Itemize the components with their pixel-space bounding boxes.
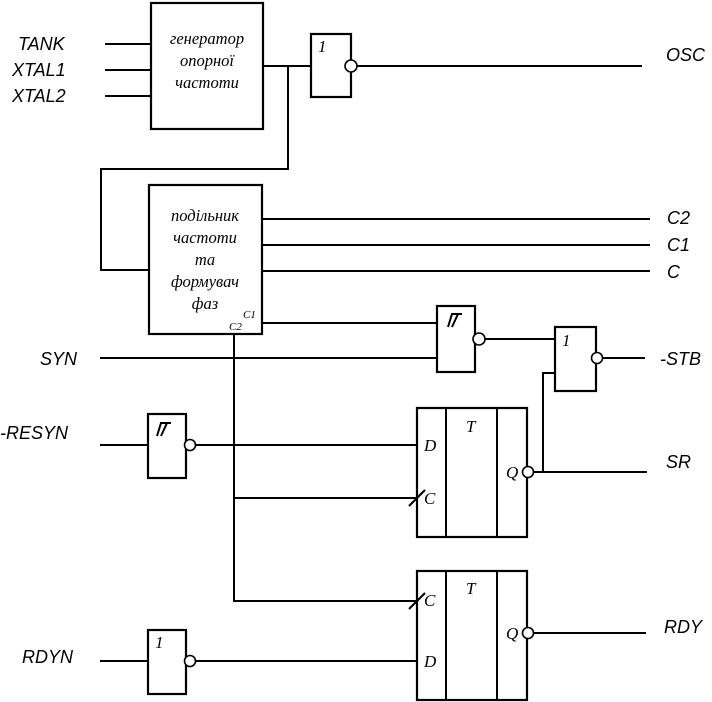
- bottom-ff-clock-edge-icon: [408, 592, 426, 610]
- stb-gate: 1: [553, 325, 604, 393]
- input-label-syn: SYN: [40, 349, 78, 369]
- bottom-ff-box: [415, 569, 529, 702]
- generator-box: [149, 1, 265, 131]
- divider-label-5: фаз: [192, 294, 218, 313]
- wire-c2-bus: [233, 334, 417, 602]
- divider-box: [147, 183, 264, 336]
- resyn-inverter-bubble: [183, 438, 197, 452]
- divider-pin-c2: C2: [229, 321, 242, 333]
- generator-label-2: опорної: [180, 51, 235, 70]
- output-label-stb: -STB: [660, 349, 701, 369]
- syn-schmitt-box: [435, 304, 477, 374]
- rdyn-buffer-box: [146, 628, 188, 696]
- generator-block: генератор опорної частоти: [149, 1, 265, 131]
- divider-block: подільник частоти та формувач фаз C1 C2: [147, 183, 264, 336]
- output-label-osc: OSC: [666, 45, 706, 65]
- input-label-rdyn: RDYN: [22, 647, 74, 667]
- rdyn-buffer-label: 1: [155, 633, 164, 652]
- output-label-sr: SR: [666, 452, 691, 472]
- output-label-c2: C2: [667, 208, 690, 228]
- schmitt-symbol-icon: [447, 313, 462, 328]
- divider-label-4: формувач: [171, 272, 239, 291]
- top-ff-pin-d: D: [423, 436, 437, 455]
- syn-inverter-bubble: [472, 332, 486, 346]
- signal-labels: TANK XTAL1 XTAL2 SYN -RESYN RDYN OSC C2 …: [0, 34, 706, 667]
- top-ff-q-bubble: [521, 465, 535, 479]
- output-label-c: C: [667, 262, 681, 282]
- resyn-schmitt-gate: [146, 412, 197, 480]
- wire-gen-to-divider: [100, 66, 289, 271]
- bottom-ff-title: T: [466, 579, 477, 598]
- bottom-ff-q-bubble: [521, 626, 535, 640]
- generator-label-3: частоти: [175, 73, 239, 92]
- schmitt-symbol-icon: [156, 422, 171, 437]
- osc-buffer-gate: 1: [309, 32, 358, 99]
- stb-gate-label: 1: [562, 331, 571, 350]
- input-label-xtal2: XTAL2: [11, 86, 66, 106]
- stb-inverter-bubble: [590, 351, 604, 365]
- wire-q-to-gate: [542, 372, 555, 472]
- divider-label-1: подільник: [171, 206, 239, 225]
- input-label-tank: TANK: [18, 34, 66, 54]
- syn-schmitt-gate: [435, 304, 486, 374]
- generator-label-1: генератор: [170, 29, 244, 48]
- top-ff-pin-q: Q: [506, 463, 518, 482]
- osc-inverter-bubble: [344, 59, 358, 73]
- osc-buffer-label: 1: [318, 37, 327, 56]
- top-ff-pin-c: C: [424, 489, 436, 508]
- stb-gate-box: [553, 325, 598, 393]
- top-ff-box: [415, 406, 529, 539]
- bottom-flipflop: T C D Q: [408, 569, 535, 702]
- bottom-ff-pin-q: Q: [506, 624, 518, 643]
- output-label-c1: C1: [667, 235, 690, 255]
- divider-label-3: та: [195, 250, 215, 269]
- input-label-xtal1: XTAL1: [11, 60, 66, 80]
- bottom-ff-pin-c: C: [424, 591, 436, 610]
- rdyn-inverter-bubble: [183, 654, 197, 668]
- top-ff-clock-edge-icon: [408, 489, 426, 507]
- wires: [100, 43, 650, 662]
- bottom-ff-pin-d: D: [423, 652, 437, 671]
- divider-label-2: частоти: [173, 228, 237, 247]
- top-ff-title: T: [466, 417, 477, 436]
- top-flipflop: T D C Q: [408, 406, 535, 539]
- rdyn-buffer-gate: 1: [146, 628, 197, 696]
- output-label-rdy: RDY: [664, 617, 704, 637]
- input-label-resyn: -RESYN: [0, 423, 69, 443]
- divider-pin-c1: C1: [243, 309, 256, 321]
